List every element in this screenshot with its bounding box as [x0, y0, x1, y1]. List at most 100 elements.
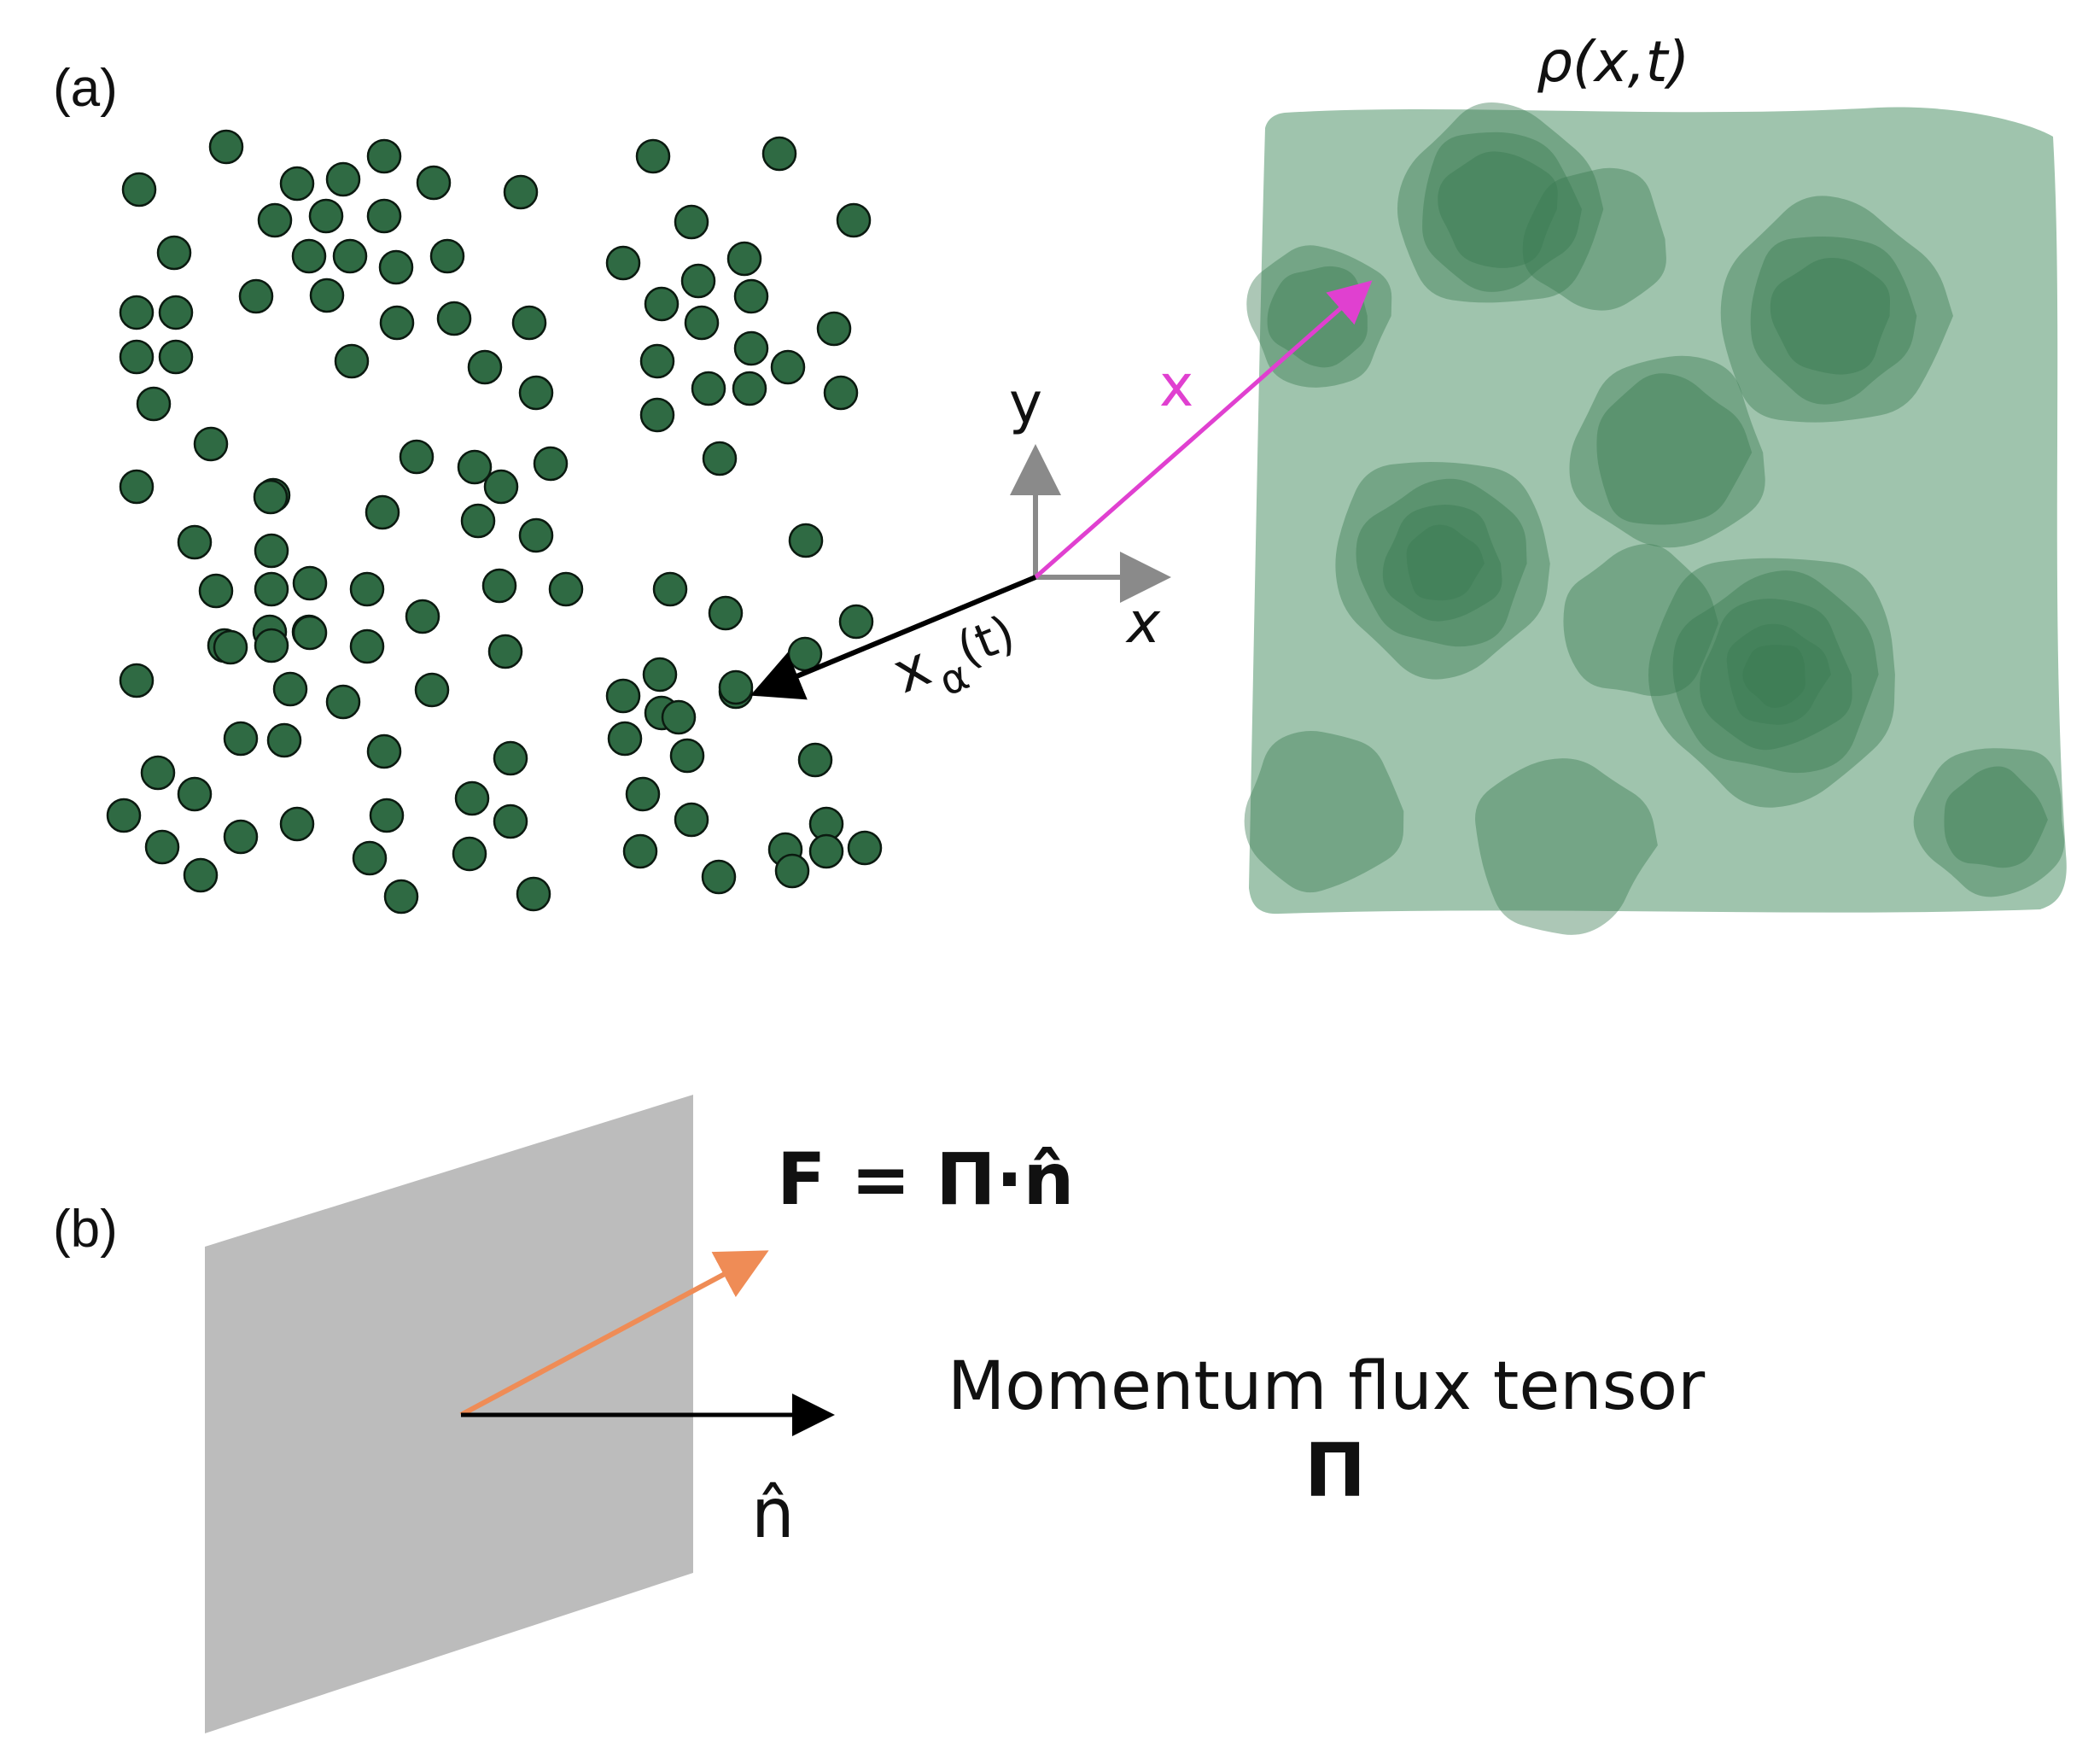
particle-dot — [119, 663, 155, 698]
particle-dot — [625, 776, 661, 812]
particle-dot — [797, 742, 833, 778]
particle-dot — [503, 174, 539, 210]
particle-dot — [140, 755, 176, 791]
particle-dot — [429, 238, 465, 274]
particle-dot — [467, 349, 503, 385]
particle-dot — [365, 494, 400, 530]
particle-dot — [674, 802, 709, 838]
density-blob — [1750, 236, 1917, 405]
panel-a-label: (a) — [53, 59, 118, 118]
panel-b-label: (b) — [53, 1200, 118, 1259]
density-blob — [1356, 478, 1527, 647]
density-blob — [1406, 524, 1485, 601]
tensor-symbol: Π — [1304, 1429, 1366, 1514]
particle-dot — [733, 278, 769, 314]
particle-dot — [457, 449, 493, 485]
particle-dot — [213, 629, 248, 665]
particle-dot — [516, 876, 551, 912]
particle-dot — [106, 798, 142, 833]
particle-dot — [156, 235, 192, 271]
x-axis-label: x — [1125, 590, 1161, 656]
particle-dot — [788, 523, 824, 558]
particle-dot — [349, 628, 385, 664]
density-blob — [1382, 505, 1502, 622]
particle-dot — [208, 129, 244, 165]
particle-dot — [533, 446, 569, 482]
particle-dot — [644, 286, 680, 322]
particle-dot — [379, 305, 415, 341]
density-blob — [1397, 102, 1604, 303]
particle-dot — [383, 879, 419, 915]
particle-dot — [308, 198, 344, 234]
particle-dot — [674, 204, 709, 240]
particle-dot — [652, 571, 688, 607]
particle-dot — [238, 278, 274, 314]
particle-dot — [158, 295, 194, 330]
density-blob — [1244, 731, 1404, 893]
particle-dot — [680, 263, 716, 299]
particle-dot — [607, 721, 643, 757]
particle-dot — [332, 238, 368, 274]
density-blobs — [1244, 102, 2065, 935]
particle-dot — [279, 806, 315, 842]
particle-dot — [158, 339, 194, 375]
particle-dot — [399, 439, 435, 475]
density-blob — [1522, 167, 1666, 311]
particle-dot — [761, 136, 797, 172]
particle-dot — [701, 859, 737, 895]
normal-vector-label: n̂ — [751, 1474, 795, 1553]
particle-dot — [177, 524, 213, 560]
particle-dot — [279, 166, 315, 202]
particle-dot — [291, 238, 327, 274]
density-blob — [1700, 599, 1852, 751]
density-field — [1244, 102, 2067, 935]
particle-dot — [292, 565, 328, 601]
particle-dot — [254, 628, 289, 663]
particle-dot — [454, 780, 490, 816]
particle-dot — [257, 202, 293, 238]
density-blob — [1648, 558, 1895, 808]
particle-dot — [414, 672, 450, 708]
particle-dot — [309, 278, 345, 313]
density-background — [1249, 107, 2067, 915]
particle-dot — [639, 397, 675, 433]
density-blob — [1913, 748, 2065, 897]
particle-dot — [349, 571, 385, 607]
particle-dot — [518, 517, 554, 553]
particle-dot — [702, 441, 738, 476]
density-blob — [1770, 257, 1891, 375]
particle-dot — [198, 573, 234, 609]
particle-dot — [823, 375, 859, 411]
particle-dot — [622, 833, 658, 869]
particle-dot — [369, 798, 405, 833]
force-vector-arrow — [459, 1250, 769, 1417]
particle-dot — [774, 853, 810, 889]
particle-dot — [121, 172, 157, 207]
particle-dot — [669, 738, 705, 774]
particle-dot — [511, 305, 547, 341]
particle-dot — [661, 699, 697, 735]
particle-dot — [292, 615, 328, 651]
particle-dot — [732, 371, 767, 406]
particle-dot — [838, 604, 874, 640]
particle-dot — [493, 804, 528, 839]
particle-dot — [836, 202, 872, 238]
density-blob — [1742, 645, 1805, 708]
particle-dot — [518, 375, 554, 411]
particle-dot — [487, 634, 523, 669]
particle-dot — [119, 339, 155, 375]
particle-dot — [483, 469, 519, 505]
particle-dot — [808, 833, 844, 869]
particle-dot — [816, 311, 852, 347]
particle-dot — [352, 840, 388, 876]
particle-dot — [452, 836, 487, 872]
density-blob — [1475, 758, 1658, 935]
density-blob — [1720, 196, 1953, 423]
particle-dot — [366, 198, 402, 234]
force-equation: F = Π·n̂ — [777, 1137, 1074, 1221]
coordinate-axes: y x — [1009, 371, 1171, 656]
particle-dot — [493, 740, 528, 776]
position-vector-label: x — [1159, 353, 1193, 420]
particle-dot — [691, 371, 726, 406]
particle-dot — [272, 671, 308, 707]
